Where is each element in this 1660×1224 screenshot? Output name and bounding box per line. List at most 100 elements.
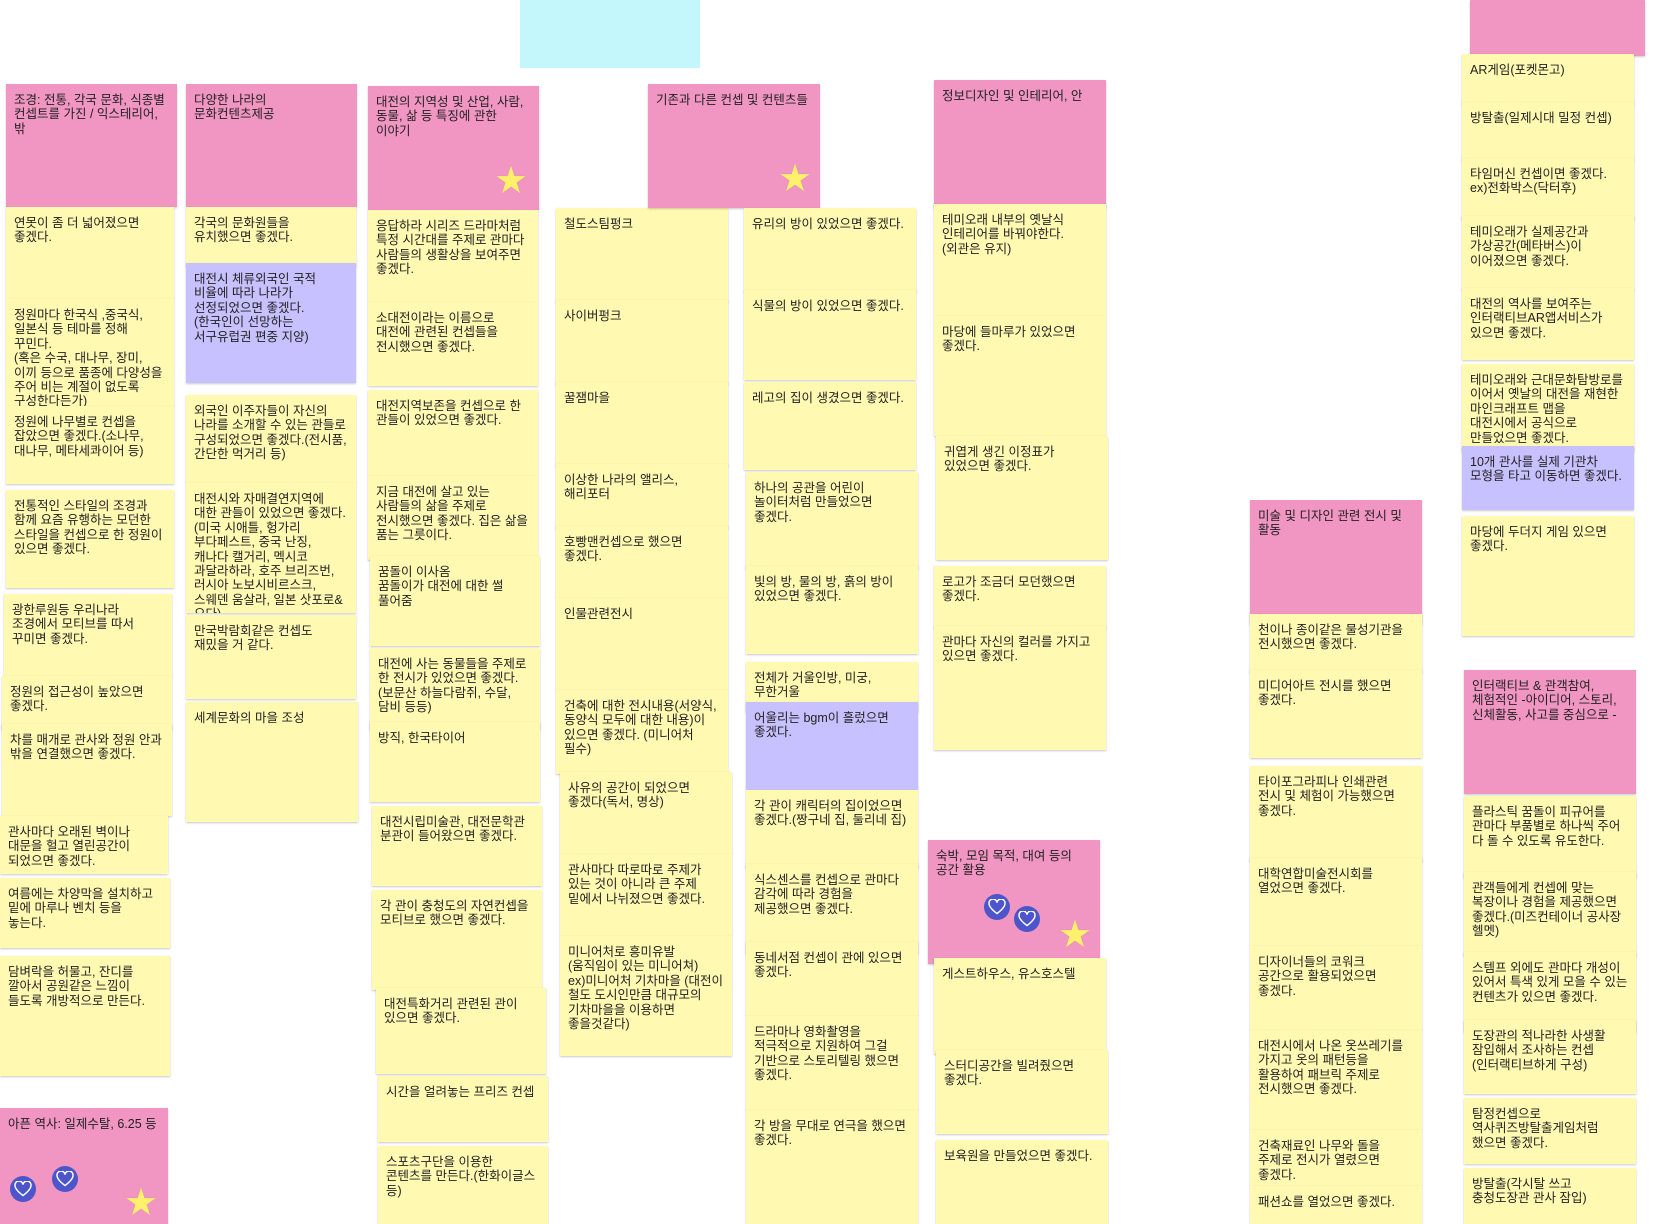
sticky-note[interactable]: 정원에 나무별로 컨셉을 잡았으면 좋겠다.(소나무, 대나무, 메타세콰이어 … — [6, 406, 174, 484]
category-header-new-concepts[interactable]: 기존과 다른 컨셉 및 컨텐츠들 ★ — [648, 84, 820, 208]
sticky-note[interactable]: 로고가 조금더 모던했으면 좋겠다. — [934, 566, 1106, 628]
sticky-note[interactable]: 관마다 자신의 컬러를 가지고 있으면 좋겠다. — [934, 626, 1106, 750]
sticky-note[interactable]: 빛의 방, 물의 방, 흙의 방이 있었으면 좋겠다. — [746, 566, 918, 654]
sticky-note[interactable]: 타이포그라피나 인쇄관련 전시 및 체험이 가능했으면 좋겠다. — [1250, 766, 1422, 862]
sticky-note[interactable]: 건축에 대한 전시내용(서양식, 동양식 모두에 대한 내용)이 있으면 좋겠다… — [556, 690, 728, 774]
note-text: 조경: 전통, 각국 문화, 식종별 컨셉트를 가진 / 익스테리어, 밖 — [14, 93, 165, 136]
sticky-note[interactable]: 대전에 사는 동물들을 주제로 한 전시가 있었으면 좋겠다. (보문산 하늘다… — [370, 648, 540, 730]
sticky-note[interactable]: 정원마다 한국식 ,중국식, 일본식 등 테마를 정해 꾸민다. (혹은 수국,… — [6, 299, 174, 406]
sticky-note[interactable]: 사이버펑크 — [556, 300, 728, 384]
sticky-note[interactable]: 유리의 방이 있었으면 좋겠다. — [744, 208, 916, 292]
sticky-note[interactable]: 타임머신 컨셉이면 좋겠다. ex)전화박스(닥터후) — [1462, 158, 1634, 220]
sticky-note[interactable]: 대학연합미술전시회를 열었으면 좋겠다. — [1250, 858, 1422, 946]
sticky-note[interactable]: 천이나 종이같은 물성기관을 전시했으면 좋겠다. — [1250, 614, 1422, 672]
sticky-note[interactable]: 대전시와 자매결연지역에 대한 관들이 있었으면 좋겠다. (미국 시애틀, 헝… — [186, 483, 356, 613]
category-header-foreign-culture[interactable]: 다양한 나라의 문화컨텐츠제공 — [186, 84, 357, 207]
sticky-note[interactable]: 스템프 외에도 관마다 개성이 있어서 특색 있게 모을 수 있는 컨텐츠가 있… — [1464, 952, 1636, 1032]
sticky-note[interactable]: 여름에는 차양막을 설치하고 밑에 마루나 벤치 등을 놓는다. — [0, 878, 170, 948]
sticky-note[interactable]: 소대전이라는 이름으로 대전에 관련된 컨셉들을 전시했으면 좋겠다. — [368, 302, 538, 386]
sticky-note[interactable]: 대전시에서 나온 옷쓰레기를 가지고 옷의 패턴등을 활용하여 패브릭 주제로 … — [1250, 1030, 1422, 1130]
sticky-note[interactable]: 꿈돌이 이사옴 꿈돌이가 대전에 대한 썰 풀어줌 — [370, 556, 540, 646]
sticky-note[interactable]: 담벼락을 허물고, 잔디를 깔아서 공원같은 느낌이 들도록 개방적으로 만든다… — [0, 956, 170, 1076]
category-header-space-use[interactable]: 숙박, 모임 목적, 대여 등의 공간 활용 ★ — [928, 840, 1100, 964]
sticky-note[interactable]: 식물의 방이 있었으면 좋겠다. — [744, 290, 916, 380]
sticky-note[interactable]: 대전시립미술관, 대전문학관 분관이 들어왔으면 좋겠다. — [372, 806, 542, 886]
sticky-note[interactable]: 귀엽게 생긴 이정표가 있었으면 좋겠다. — [936, 436, 1108, 560]
sticky-note-highlighted[interactable]: 어울리는 bgm이 흘렀으면 좋겠다. — [746, 702, 918, 790]
sticky-note-pink-top[interactable] — [1470, 0, 1645, 56]
sticky-note[interactable]: 외국인 이주자들이 자신의 나라를 소개할 수 있는 관들로 구성되었으면 좋겠… — [186, 395, 356, 483]
sticky-note[interactable]: 방탈출(일제시대 밀정 컨셉) — [1462, 102, 1634, 160]
sticky-note[interactable]: 미니어처로 흥미유발(움직임이 있는 미니어쳐) ex)미니어처 기차마을 (대… — [560, 936, 732, 1056]
sticky-note[interactable]: 정원의 접근성이 높았으면 좋겠다. — [2, 676, 172, 730]
heart-icon[interactable] — [10, 1176, 36, 1202]
sticky-note[interactable]: 꿀잼마을 — [556, 382, 728, 466]
sticky-note[interactable]: 스포츠구단을 이용한 콘텐츠를 만든다.(한화이글스 등) — [378, 1146, 548, 1224]
sticky-note[interactable]: 마당에 두더지 게임 있으면 좋겠다. — [1462, 516, 1634, 636]
heart-icon[interactable] — [984, 894, 1010, 920]
sticky-note[interactable]: 연못이 좀 더 넓어졌으면 좋겠다. — [6, 207, 174, 299]
sticky-note[interactable]: 테미오래가 실제공간과 가상공간(메타버스)이 이어졌으면 좋겠다. — [1462, 216, 1634, 290]
sticky-note[interactable]: 디자이너들의 코워크 공간으로 활용되었으면 좋겠다. — [1250, 946, 1422, 1030]
category-header-landscape[interactable]: 조경: 전통, 각국 문화, 식종별 컨셉트를 가진 / 익스테리어, 밖 — [6, 84, 177, 207]
sticky-note[interactable]: 대전특화거리 관련된 관이 있으면 좋겠다. — [376, 988, 546, 1074]
category-header-painful-history[interactable]: 아픈 역사: 일제수탈, 6.25 등 ★ — [0, 1108, 168, 1224]
sticky-note[interactable]: 미디어아트 전시를 했으면 좋겠다. — [1250, 670, 1422, 758]
sticky-note[interactable]: 식스센스를 컨셉으로 관마다 감각에 따라 경험을 제공했으면 좋겠다. — [746, 864, 918, 954]
sticky-note[interactable]: 테미오래와 근대문화탐방로를 이어서 옛날의 대전을 재현한 마인크래프트 맵을… — [1462, 364, 1634, 452]
sticky-note[interactable]: 대전의 역사를 보여주는 인터랙티브AR앱서비스가 있으면 좋겠다. — [1462, 288, 1634, 360]
sticky-note[interactable]: 레고의 집이 생겼으면 좋겠다. — [744, 382, 916, 470]
sticky-note[interactable]: 각 방을 무대로 연극을 했으면 좋겠다. — [746, 1110, 918, 1224]
sticky-note[interactable]: 차를 매개로 관사와 정원 안과 밖을 연결했으면 좋겠다. — [2, 724, 172, 816]
sticky-note[interactable]: 응답하라 시리즈 드라마처럼 특정 시간대를 주제로 관마다 사람들의 생활상을… — [368, 210, 538, 302]
sticky-note[interactable]: 하나의 공관을 어린이 놀이터처럼 만들었으면 좋겠다. — [746, 472, 918, 568]
sticky-note[interactable]: 패션쇼를 열었으면 좋겠다. — [1250, 1186, 1422, 1224]
sticky-note[interactable]: 보육원을 만들었으면 좋겠다. — [936, 1140, 1108, 1224]
sticky-note[interactable]: 시간을 얼려놓는 프리즈 컨셉 — [378, 1076, 548, 1142]
sticky-note-cyan[interactable] — [520, 0, 700, 68]
sticky-note[interactable]: 호빵맨컨셉으로 했으면 좋겠다. — [556, 526, 728, 598]
sticky-note[interactable]: 플라스틱 꿈돌이 피규어를 관마다 부품별로 하나씩 주어 다 돌 수 있도록 … — [1464, 796, 1636, 878]
heart-icon[interactable] — [52, 1166, 78, 1192]
sticky-note[interactable]: 광한루원등 우리나라 조경에서 모티브를 따서 꾸미면 좋겠다. — [4, 594, 172, 676]
sticky-note-highlighted[interactable]: 대전시 체류외국인 국적 비율에 따라 나라가 선정되었으면 좋겠다. (한국인… — [186, 263, 356, 383]
category-header-interactive[interactable]: 인터랙티브 & 관객참여, 체험적인 -아이디어, 스토리, 신체활동, 사고를… — [1464, 670, 1636, 794]
sticky-note[interactable]: 게스트하우스, 유스호스텔 — [934, 958, 1106, 1054]
sticky-note[interactable]: 탐정컨셉으로 역사퀴즈방탈출게임처럼 했으면 좋겠다. — [1464, 1098, 1636, 1164]
note-text: 동네서점 컨셉이 관에 있으면 좋겠다. — [754, 951, 903, 980]
sticky-note[interactable]: AR게임(포켓몬고) — [1462, 54, 1634, 104]
sticky-note[interactable]: 이상한 나라의 앨리스, 해리포터 — [556, 464, 728, 528]
sticky-note[interactable]: 관객들에게 컨셉에 맞는 복장이나 경험을 제공했으면 좋겠다.(미즈컨테이너 … — [1464, 872, 1636, 956]
sticky-note[interactable]: 방직, 한국타이어 — [370, 722, 540, 802]
note-text: 마당에 두더지 게임 있으면 좋겠다. — [1470, 525, 1607, 554]
sticky-note[interactable]: 전통적인 스타일의 조경과 함께 요즘 유행하는 모던한 스타일을 컨셉으로 한… — [6, 490, 174, 588]
sticky-note[interactable]: 동네서점 컨셉이 관에 있으면 좋겠다. — [746, 942, 918, 1016]
sticky-note[interactable]: 관사마다 오래된 벽이나 대문을 헐고 열린공간이 되었으면 좋겠다. — [0, 816, 168, 874]
category-header-info-design[interactable]: 정보디자인 및 인테리어, 안 — [934, 80, 1106, 208]
sticky-note[interactable]: 만국박람회같은 컨셉도 재밌을 거 같다. — [186, 615, 356, 699]
sticky-note[interactable]: 철도스팀펑크 — [556, 208, 728, 302]
sticky-note[interactable]: 인물관련전시 — [556, 598, 728, 690]
sticky-note[interactable]: 대전지역보존을 컨셉으로 한 관들이 있었으면 좋겠다. — [368, 390, 538, 476]
sticky-note[interactable]: 도장관의 적나라한 사생활 잠입해서 조사하는 컨셉(인터랙티브하게 구성) — [1464, 1020, 1636, 1094]
sticky-note[interactable]: 건축재료인 나무와 돌을 주제로 전시가 열렸으면 좋겠다. — [1250, 1130, 1422, 1186]
sticky-note[interactable]: 테미오래 내부의 옛날식 인테리어를 바꿔야한다.(외관은 유지) — [934, 204, 1106, 316]
star-icon: ★ — [494, 160, 529, 202]
sticky-note[interactable]: 드라마나 영화촬영을 적극적으로 지원하여 그걸 기반으로 스토리텔링 했으면 … — [746, 1016, 918, 1110]
category-header-art-design[interactable]: 미술 및 디자인 관련 전시 및 활동 — [1250, 500, 1422, 624]
sticky-note[interactable]: 마당에 들마루가 있었으면 좋겠다. — [934, 316, 1106, 436]
sticky-note[interactable]: 각 관이 충청도의 자연컨셉을 모티브로 했으면 좋겠다. — [372, 890, 542, 990]
sticky-note[interactable]: 관사마다 따로따로 주제가 있는 것이 아니라 큰 주제 밑에서 나뉘졌으면 좋… — [560, 854, 732, 936]
sticky-note-highlighted[interactable]: 10개 관사를 실제 기관차 모형을 타고 이동하면 좋겠다. — [1462, 446, 1634, 510]
sticky-note[interactable]: 사유의 공간이 되었으면 좋겠다(독서, 명상) — [560, 772, 732, 854]
category-header-daejeon-locality[interactable]: 대전의 지역성 및 산업, 사람, 동물, 삶 등 특징에 관한 이야기 ★ — [368, 86, 539, 210]
sticky-note[interactable]: 지금 대전에 살고 있는 사람들의 삶을 주제로 전시했으면 좋겠다. 집은 삶… — [368, 476, 538, 560]
sticky-note[interactable]: 스터디공간을 빌려줬으면 좋겠다. — [936, 1050, 1108, 1134]
sticky-note[interactable]: 세계문화의 마을 조성 — [186, 702, 358, 822]
sticky-note[interactable]: 각국의 문화원들을 유치했으면 좋겠다. — [186, 207, 356, 267]
heart-icon[interactable] — [1014, 906, 1040, 932]
note-text: 꿀잼마을 — [564, 391, 611, 405]
sticky-note[interactable]: 방탈출(각시탈 쓰고 충청도장관 관사 잠입) — [1464, 1168, 1636, 1224]
sticky-note[interactable]: 각 관이 캐릭터의 집이었으면 좋겠다.(짱구네 집, 둘리네 집) — [746, 790, 918, 868]
